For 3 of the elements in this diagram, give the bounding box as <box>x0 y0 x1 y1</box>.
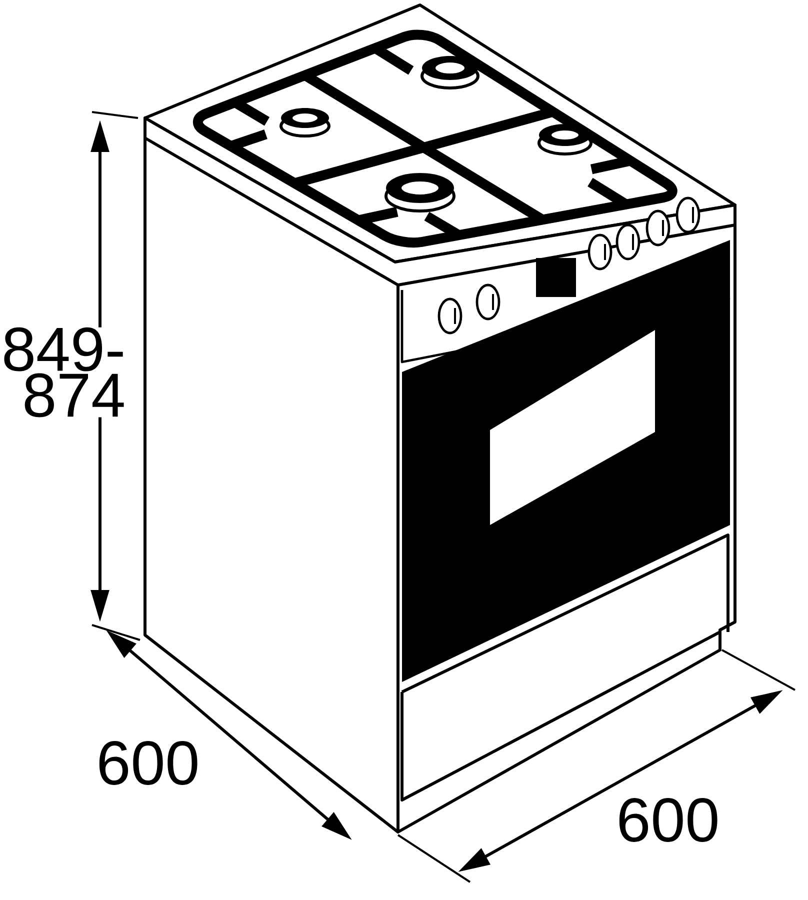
dimension-label: 600 <box>96 741 200 785</box>
dimension-label: 600 <box>616 798 720 842</box>
dimension-label: 849- 874 <box>0 327 126 418</box>
